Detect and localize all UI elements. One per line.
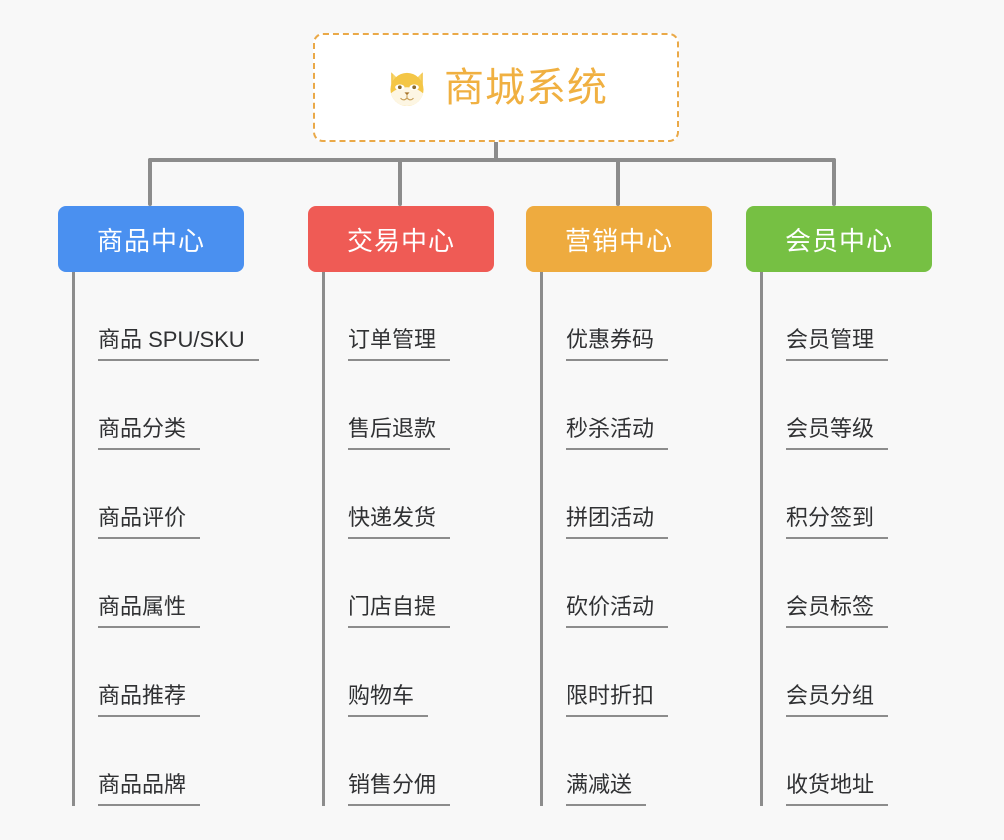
leaf-list-2: 订单管理 售后退款 快递发货 门店自提 购物车 销售分佣 — [308, 272, 494, 806]
leaf-item[interactable]: 商品分类 — [72, 361, 244, 450]
leaf-item[interactable]: 会员标签 — [760, 539, 932, 628]
leaf-spine-2 — [322, 272, 325, 806]
leaf-label: 秒杀活动 — [566, 418, 669, 450]
leaf-label: 收货地址 — [786, 774, 889, 806]
leaf-label: 商品 SPU/SKU — [98, 329, 259, 361]
leaf-item[interactable]: 会员等级 — [760, 361, 932, 450]
leaf-label: 满减送 — [566, 774, 647, 806]
leaf-item[interactable]: 商品 SPU/SKU — [72, 272, 259, 361]
horizontal-branch-bar — [148, 158, 836, 162]
leaf-label: 销售分佣 — [348, 774, 451, 806]
branch-drop-line-2 — [398, 158, 402, 206]
leaf-label: 积分签到 — [786, 507, 889, 539]
category-box-3[interactable]: 营销中心 — [526, 206, 712, 272]
leaf-label: 快递发货 — [348, 507, 451, 539]
leaf-label: 订单管理 — [348, 329, 451, 361]
leaf-item[interactable]: 售后退款 — [322, 361, 494, 450]
leaf-list-4: 会员管理 会员等级 积分签到 会员标签 会员分组 收货地址 — [746, 272, 932, 806]
leaf-item[interactable]: 会员分组 — [760, 628, 932, 717]
category-box-1[interactable]: 商品中心 — [58, 206, 244, 272]
leaf-label: 商品品牌 — [98, 774, 201, 806]
branch-column-4: 会员中心 会员管理 会员等级 积分签到 会员标签 会员分组 收货地址 — [746, 206, 932, 806]
leaf-item[interactable]: 快递发货 — [322, 450, 494, 539]
leaf-item[interactable]: 会员管理 — [760, 272, 932, 361]
category-label-2: 交易中心 — [346, 225, 455, 256]
leaf-label: 商品推荐 — [98, 685, 201, 717]
category-box-4[interactable]: 会员中心 — [746, 206, 932, 272]
category-label-3: 营销中心 — [564, 225, 673, 256]
branch-drop-line-4 — [832, 158, 836, 206]
leaf-spine-1 — [72, 272, 75, 806]
leaf-item[interactable]: 销售分佣 — [322, 717, 494, 806]
leaf-spine-4 — [760, 272, 763, 806]
leaf-item[interactable]: 秒杀活动 — [540, 361, 712, 450]
leaf-label: 售后退款 — [348, 418, 451, 450]
branch-drop-line-1 — [148, 158, 152, 206]
leaf-label: 会员等级 — [786, 418, 889, 450]
category-box-2[interactable]: 交易中心 — [308, 206, 494, 272]
category-label-1: 商品中心 — [96, 225, 205, 256]
leaf-label: 商品分类 — [98, 418, 201, 450]
root-node[interactable]: 商城系统 — [313, 33, 679, 142]
leaf-item[interactable]: 限时折扣 — [540, 628, 712, 717]
leaf-label: 商品评价 — [98, 507, 201, 539]
leaf-item[interactable]: 商品推荐 — [72, 628, 244, 717]
leaf-item[interactable]: 拼团活动 — [540, 450, 712, 539]
root-trunk-line — [494, 142, 498, 160]
shiba-dog-face-icon — [384, 65, 430, 111]
leaf-item[interactable]: 订单管理 — [322, 272, 494, 361]
leaf-label: 会员标签 — [786, 596, 889, 628]
leaf-label: 优惠券码 — [566, 329, 669, 361]
leaf-label: 会员管理 — [786, 329, 889, 361]
branch-column-3: 营销中心 优惠券码 秒杀活动 拼团活动 砍价活动 限时折扣 满减送 — [526, 206, 712, 806]
leaf-item[interactable]: 商品属性 — [72, 539, 244, 628]
category-label-4: 会员中心 — [784, 225, 893, 256]
leaf-label: 购物车 — [348, 685, 429, 717]
leaf-label: 限时折扣 — [566, 685, 669, 717]
branch-drop-line-3 — [616, 158, 620, 206]
branch-column-2: 交易中心 订单管理 售后退款 快递发货 门店自提 购物车 销售分佣 — [308, 206, 494, 806]
leaf-list-3: 优惠券码 秒杀活动 拼团活动 砍价活动 限时折扣 满减送 — [526, 272, 712, 806]
leaf-label: 拼团活动 — [566, 507, 669, 539]
leaf-item[interactable]: 满减送 — [540, 717, 712, 806]
leaf-item[interactable]: 购物车 — [322, 628, 494, 717]
leaf-label: 砍价活动 — [566, 596, 669, 628]
leaf-spine-3 — [540, 272, 543, 806]
leaf-item[interactable]: 收货地址 — [760, 717, 932, 806]
leaf-item[interactable]: 商品评价 — [72, 450, 244, 539]
root-title: 商城系统 — [444, 65, 608, 110]
leaf-item[interactable]: 商品品牌 — [72, 717, 244, 806]
leaf-label: 会员分组 — [786, 685, 889, 717]
leaf-label: 商品属性 — [98, 596, 201, 628]
leaf-item[interactable]: 优惠券码 — [540, 272, 712, 361]
leaf-item[interactable]: 门店自提 — [322, 539, 494, 628]
leaf-label: 门店自提 — [348, 596, 451, 628]
leaf-item[interactable]: 砍价活动 — [540, 539, 712, 628]
branch-column-1: 商品中心 商品 SPU/SKU 商品分类 商品评价 商品属性 商品推荐 商品品牌 — [58, 206, 259, 806]
leaf-item[interactable]: 积分签到 — [760, 450, 932, 539]
leaf-list-1: 商品 SPU/SKU 商品分类 商品评价 商品属性 商品推荐 商品品牌 — [58, 272, 259, 806]
